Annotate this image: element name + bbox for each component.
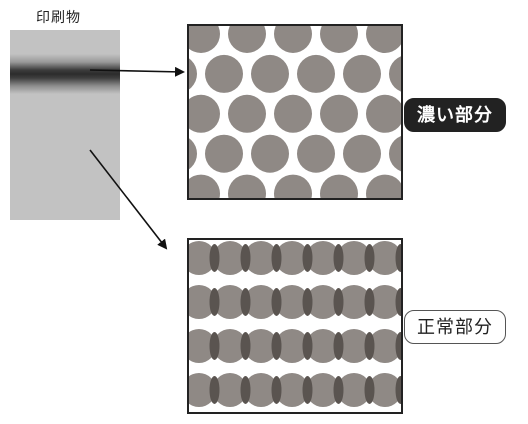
halftone-dot xyxy=(368,329,401,363)
halftone-dot xyxy=(274,174,312,198)
dot-overlap xyxy=(395,376,401,404)
dot-overlap xyxy=(240,288,251,316)
halftone-dot xyxy=(189,285,216,319)
dot-overlap xyxy=(240,376,251,404)
halftone-dot xyxy=(368,285,401,319)
halftone-dot xyxy=(368,373,401,407)
halftone-dot xyxy=(306,241,340,275)
halftone-dot xyxy=(244,285,278,319)
halftone-dot xyxy=(244,329,278,363)
dense-dot-pattern xyxy=(189,26,401,198)
halftone-dot xyxy=(274,94,312,133)
dot-overlap xyxy=(395,288,401,316)
halftone-dot xyxy=(213,373,247,407)
halftone-dot xyxy=(251,134,289,173)
dot-overlap xyxy=(209,288,220,316)
halftone-dot xyxy=(213,285,247,319)
halftone-dot xyxy=(213,241,247,275)
halftone-dot xyxy=(274,26,312,53)
halftone-dot xyxy=(275,241,309,275)
halftone-dot xyxy=(368,241,401,275)
halftone-dot xyxy=(189,174,220,198)
halftone-dot xyxy=(275,329,309,363)
normal-dot-panel xyxy=(187,238,403,414)
halftone-dot xyxy=(320,26,358,53)
dot-overlap xyxy=(364,332,375,360)
dot-overlap xyxy=(395,244,401,272)
dense-dot-panel xyxy=(187,24,403,200)
halftone-dot xyxy=(244,241,278,275)
dot-overlap xyxy=(271,376,282,404)
dot-overlap xyxy=(364,376,375,404)
printed-matter-label: 印刷物 xyxy=(36,10,81,26)
halftone-dot xyxy=(306,285,340,319)
halftone-dot xyxy=(228,174,266,198)
halftone-dot xyxy=(251,54,289,93)
halftone-dot xyxy=(275,285,309,319)
dot-overlap xyxy=(271,244,282,272)
halftone-dot xyxy=(189,26,220,53)
halftone-dot xyxy=(205,54,243,93)
dot-overlap xyxy=(364,288,375,316)
halftone-dot xyxy=(189,58,197,90)
halftone-dot xyxy=(337,241,371,275)
halftone-dot xyxy=(320,174,358,198)
dot-overlap xyxy=(240,244,251,272)
halftone-dot xyxy=(337,373,371,407)
halftone-dot xyxy=(337,329,371,363)
halftone-dot xyxy=(297,134,335,173)
dot-overlap xyxy=(302,288,313,316)
halftone-dot xyxy=(306,373,340,407)
dot-overlap xyxy=(395,332,401,360)
halftone-dot xyxy=(297,54,335,93)
halftone-dot xyxy=(244,373,278,407)
halftone-dot xyxy=(366,26,401,53)
dot-overlap xyxy=(302,332,313,360)
dense-part-label: 濃い部分 xyxy=(404,98,506,132)
dot-overlap xyxy=(302,244,313,272)
dot-overlap xyxy=(209,332,220,360)
dot-overlap xyxy=(333,244,344,272)
dot-overlap xyxy=(209,376,220,404)
normal-part-label: 正常部分 xyxy=(404,310,506,344)
dot-overlap xyxy=(271,288,282,316)
halftone-dot xyxy=(189,241,216,275)
arrow-diagonal-icon xyxy=(89,149,168,250)
halftone-dot xyxy=(213,329,247,363)
arrow-right-icon xyxy=(89,66,185,77)
halftone-dot xyxy=(228,26,266,53)
dot-overlap xyxy=(364,244,375,272)
halftone-dot xyxy=(189,94,220,133)
halftone-dot xyxy=(366,94,401,133)
halftone-dot xyxy=(343,54,381,93)
halftone-dot xyxy=(189,373,216,407)
halftone-dot xyxy=(275,373,309,407)
dot-overlap xyxy=(271,332,282,360)
dot-overlap xyxy=(333,376,344,404)
dot-overlap xyxy=(302,376,313,404)
halftone-dot xyxy=(189,138,197,170)
halftone-dot xyxy=(228,94,266,133)
halftone-dot xyxy=(389,136,401,172)
printed-matter-strip xyxy=(10,30,120,220)
dot-overlap xyxy=(333,332,344,360)
dot-overlap xyxy=(333,288,344,316)
dot-overlap xyxy=(209,244,220,272)
halftone-dot xyxy=(343,134,381,173)
dot-overlap xyxy=(240,332,251,360)
halftone-dot xyxy=(306,329,340,363)
halftone-dot xyxy=(189,329,216,363)
halftone-dot xyxy=(205,134,243,173)
halftone-dot xyxy=(320,94,358,133)
halftone-dot xyxy=(389,56,401,92)
normal-dot-pattern xyxy=(189,241,401,407)
halftone-dot xyxy=(337,285,371,319)
halftone-dot xyxy=(366,174,401,198)
